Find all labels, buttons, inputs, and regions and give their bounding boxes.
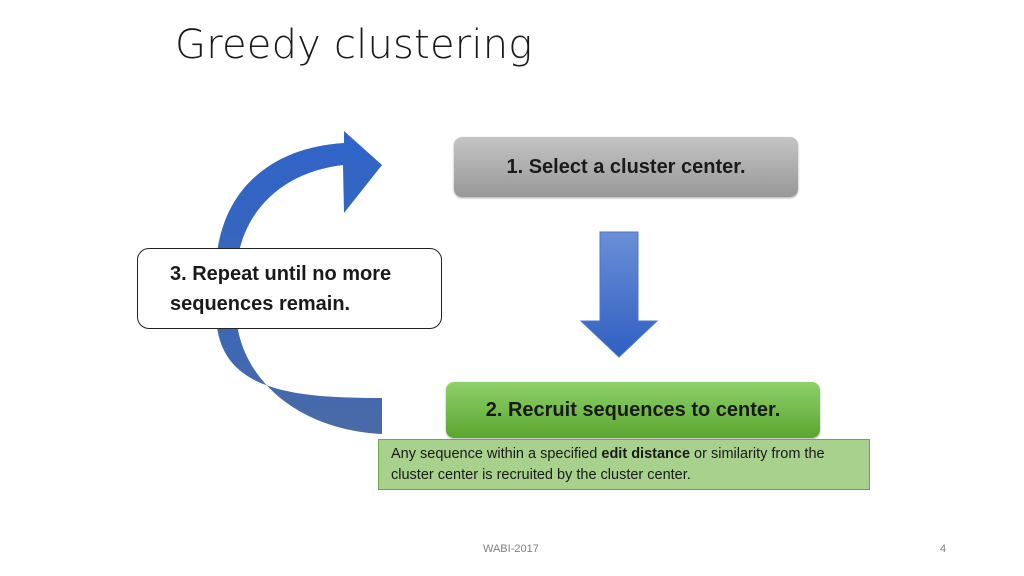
curved-arrow-icon — [216, 131, 382, 434]
note-text-after: or similarity from the cluster center is… — [391, 446, 825, 483]
step-3-label: 3. Repeat until no more sequences remain… — [170, 262, 392, 315]
footer-conference: WABI-2017 — [483, 543, 539, 555]
step-1-box: 1. Select a cluster center. — [454, 137, 798, 197]
note-emphasis: edit distance — [601, 446, 691, 462]
slide-title: Greedy clustering — [175, 22, 533, 68]
step-3-box: 3. Repeat until no more sequences remain… — [137, 248, 442, 329]
recruitment-note: Any sequence within a specified edit dis… — [378, 439, 870, 490]
step-2-box: 2. Recruit sequences to center. — [446, 382, 820, 438]
step-1-label: 1. Select a cluster center. — [506, 155, 746, 178]
note-text-before: Any sequence within a specified — [391, 446, 602, 462]
down-arrow-icon — [579, 231, 659, 358]
slide-number: 4 — [940, 543, 947, 555]
step-2-label: 2. Recruit sequences to center. — [485, 398, 781, 421]
